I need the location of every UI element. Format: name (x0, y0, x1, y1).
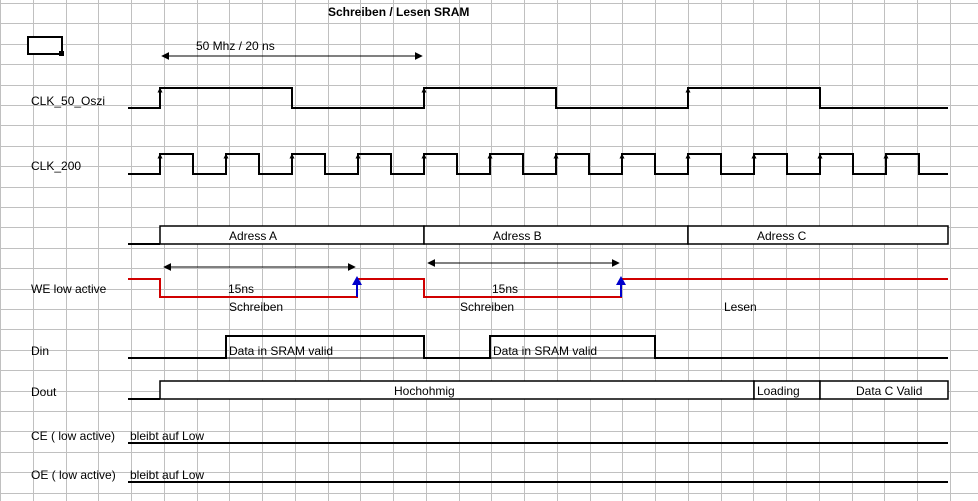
ce-note: bleibt auf Low (130, 429, 204, 443)
we-pulse-2-width: 15ns (492, 282, 518, 296)
address-b-text: Adress B (493, 229, 542, 243)
we-phase-2: Schreiben (460, 300, 514, 314)
din-window-2: Data in SRAM valid (493, 344, 597, 358)
fill-handle[interactable] (59, 51, 64, 56)
we-rising-edges (352, 276, 626, 297)
clk200-label: CLK_200 (31, 159, 81, 173)
address-segment-c (687, 225, 949, 245)
clk200-waveform (128, 153, 948, 175)
dout-segment-valid (819, 380, 949, 400)
address-a-text: Adress A (229, 229, 277, 243)
we-pulse-1-width: 15ns (228, 282, 254, 296)
din-window-1: Data in SRAM valid (229, 344, 333, 358)
we-phase-read: Lesen (724, 300, 757, 314)
dout-segment-hiz (159, 380, 755, 400)
clk50-waveform (128, 87, 948, 109)
we-phase-1: Schreiben (229, 300, 283, 314)
dout-loading-text: Loading (757, 384, 800, 398)
address-c-text: Adress C (757, 229, 807, 243)
selected-cell[interactable] (27, 36, 63, 55)
dout-label: Dout (31, 385, 57, 399)
dout-valid-text: Data C Valid (856, 384, 922, 398)
we-label: WE low active (31, 282, 107, 296)
period-annotation: 50 Mhz / 20 ns (196, 39, 275, 53)
din-label: Din (31, 344, 49, 358)
clk200-edge-arrows (157, 153, 889, 166)
oe-note: bleibt auf Low (130, 468, 204, 482)
address-segment-a (159, 225, 425, 245)
clk50-label: CLK_50_Oszi (31, 94, 105, 108)
address-segment-b (423, 225, 689, 245)
clk50-edge-arrows (157, 87, 691, 100)
page-title: Schreiben / Lesen SRAM (328, 5, 469, 19)
dout-bus: Hochohmig Loading Data C Valid (128, 380, 949, 400)
oe-label: OE ( low active) (31, 468, 116, 482)
address-bus: Adress A Adress B Adress C (128, 225, 949, 245)
dout-hiz-text: Hochohmig (394, 384, 455, 398)
ce-label: CE ( low active) (31, 429, 115, 443)
